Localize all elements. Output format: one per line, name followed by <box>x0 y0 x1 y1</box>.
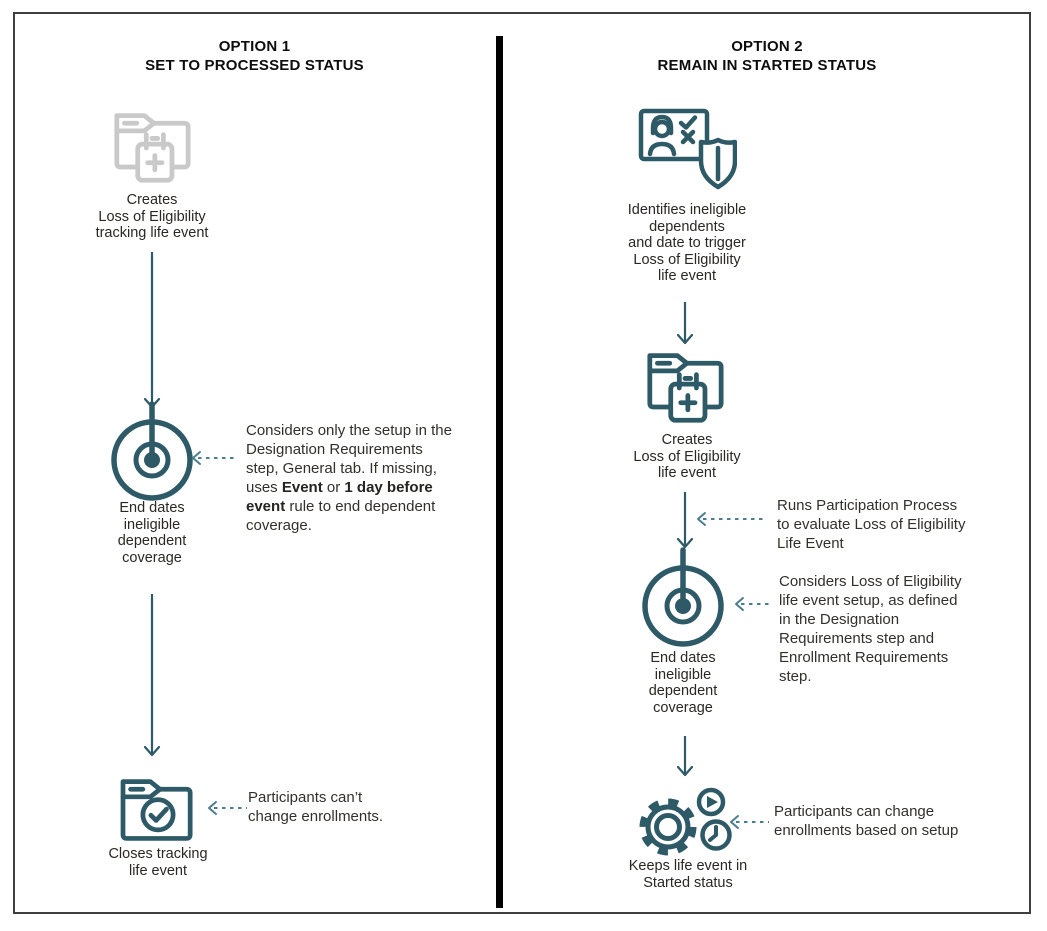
folder-calendar-icon <box>114 113 191 183</box>
target-icon <box>111 401 193 501</box>
annotation-arrow-left-icon <box>192 451 237 465</box>
step-label: Closes tracking life event <box>108 846 208 879</box>
target-icon <box>642 547 724 647</box>
step-label: End dates ineligible dependent coverage <box>648 650 718 716</box>
step-label: End dates ineligible dependent coverage <box>117 500 187 566</box>
id-card-shield-icon <box>638 108 737 190</box>
option2-note-enrollments: Participants can change enrollments base… <box>774 803 959 839</box>
diagram-border <box>13 12 1031 914</box>
column-divider <box>496 36 503 908</box>
option2-note-considers-setup: Considers Loss of Eligibility life event… <box>779 573 962 685</box>
gear-clock-play-icon <box>639 787 732 856</box>
option2-note-participation: Runs Participation Process to evaluate L… <box>777 497 966 552</box>
flow-arrow-down-icon <box>143 594 161 757</box>
annotation-arrow-left-icon <box>730 815 769 829</box>
step-label: Creates Loss of Eligibility tracking lif… <box>95 192 209 241</box>
option1-note-enrollments: Participants can’t change enrollments. <box>248 789 384 825</box>
folder-check-icon <box>120 779 193 841</box>
note-text: rule to end dependent coverage. <box>246 498 436 534</box>
step-label: Keeps life event in Started status <box>628 858 748 891</box>
option2-title: OPTION 2 REMAIN IN STARTED STATUS <box>657 38 877 74</box>
annotation-arrow-left-icon <box>697 512 766 526</box>
annotation-arrow-left-icon <box>208 801 247 815</box>
step-label: Identifies ineligible dependents and dat… <box>627 202 747 284</box>
folder-calendar-icon <box>647 353 724 423</box>
flow-arrow-down-icon <box>676 492 694 549</box>
flow-arrow-down-icon <box>676 302 694 345</box>
note-bold-event: Event <box>281 479 323 496</box>
flow-arrow-down-icon <box>676 736 694 777</box>
note-text: Considers only the setup in the Designat… <box>246 422 452 496</box>
note-bold-1-day-before-event: 1 day before event <box>246 479 433 515</box>
note-text: or <box>322 479 345 496</box>
flow-arrow-down-icon <box>143 252 161 409</box>
step-label: Creates Loss of Eligibility life event <box>633 432 741 481</box>
option1-title: OPTION 1 SET TO PROCESSED STATUS <box>145 38 364 74</box>
option1-note-setup: Considers only the setup in the Designat… <box>246 421 454 535</box>
annotation-arrow-left-icon <box>735 597 772 611</box>
